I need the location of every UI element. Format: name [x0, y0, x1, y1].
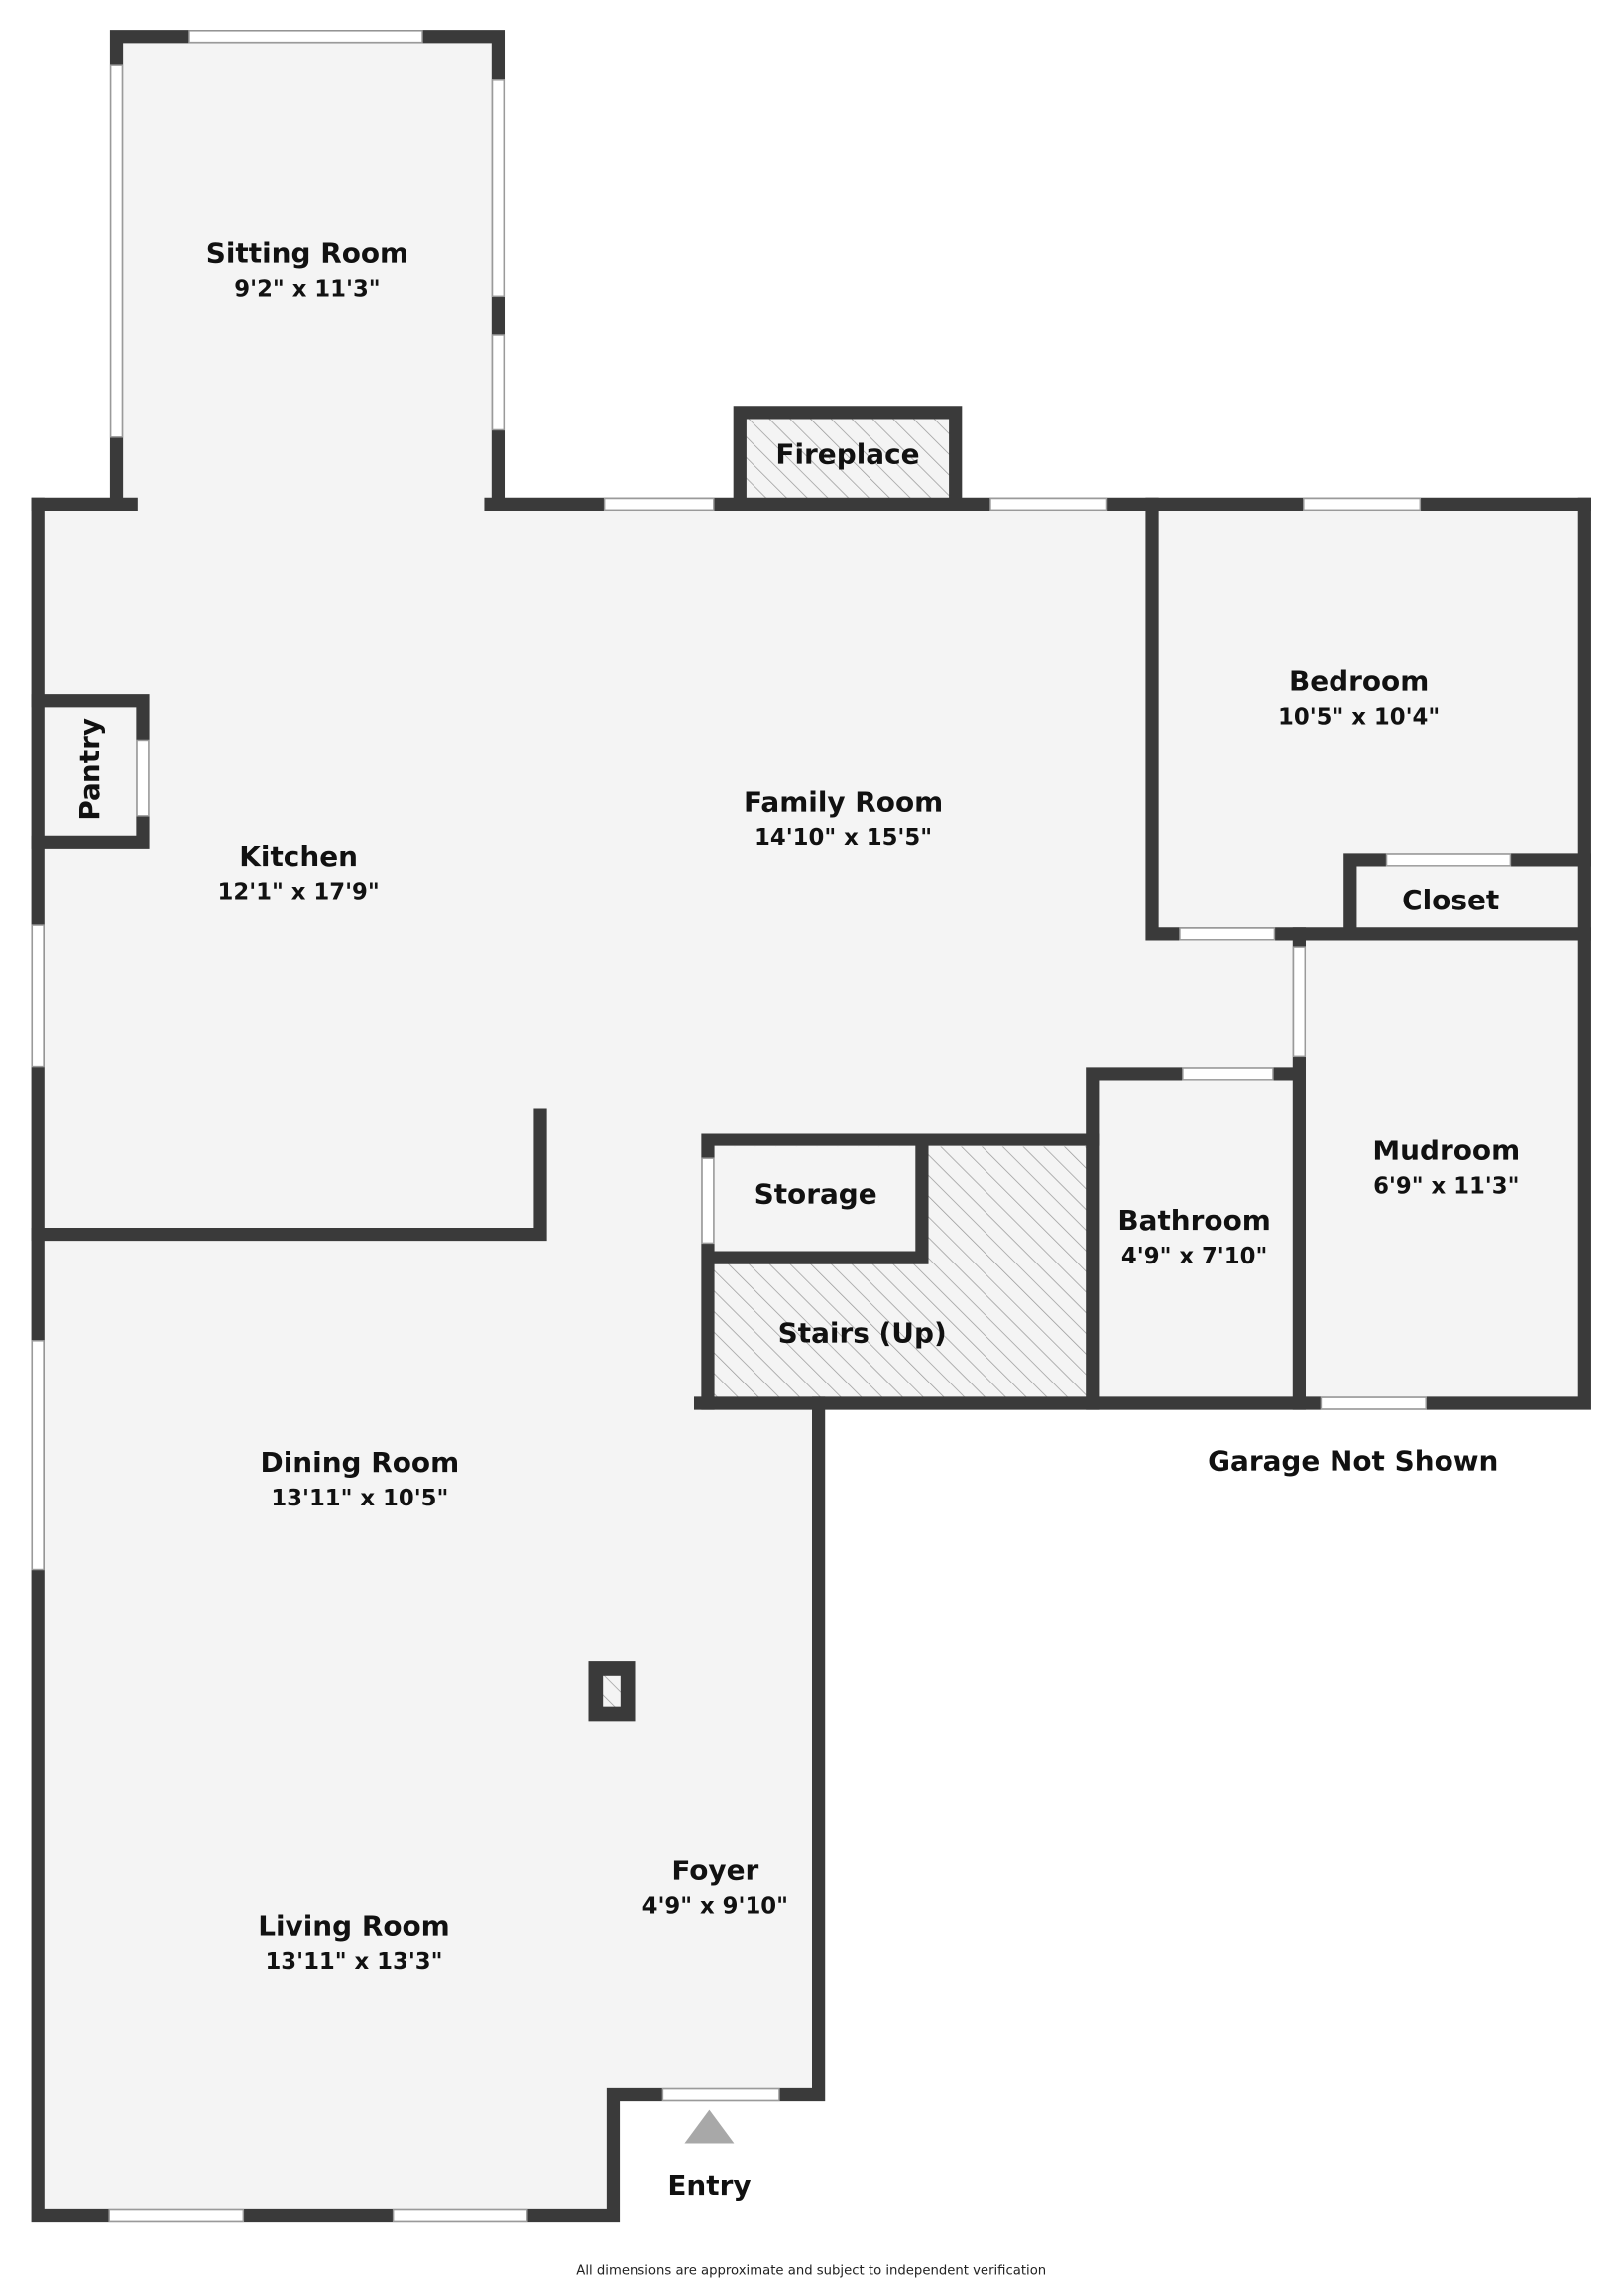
family-room-dims: 14'10" x 15'5" [754, 825, 932, 851]
footer-disclaimer: All dimensions are approximate and subje… [576, 2264, 1046, 2279]
bedroom-dims: 10'5" x 10'4" [1278, 704, 1440, 730]
living-room-dims: 13'11" x 13'3" [265, 1949, 442, 1975]
bathroom-dims: 4'9" x 7'10" [1121, 1244, 1267, 1269]
foyer-name: Foyer [671, 1855, 758, 1887]
storage-name: Storage [754, 1178, 877, 1211]
fireplace-area [740, 412, 956, 505]
mudroom-name: Mudroom [1372, 1135, 1520, 1167]
family-room-name: Family Room [744, 785, 943, 818]
living-room-name: Living Room [258, 1909, 450, 1942]
pantry-name: Pantry [73, 718, 106, 821]
kitchen-name: Kitchen [239, 840, 358, 873]
kitchen-dims: 12'1" x 17'9" [218, 880, 380, 905]
windows-doors [31, 30, 1512, 2223]
entry-label: Entry [667, 2169, 751, 2202]
foyer-dims: 4'9" x 9'10" [642, 1893, 788, 1919]
storage-area [707, 1146, 922, 1259]
bedroom-name: Bedroom [1289, 664, 1429, 697]
dining-room-dims: 13'11" x 10'5" [271, 1486, 448, 1511]
stairs-name: Stairs (Up) [778, 1316, 947, 1349]
entry-arrow-icon [684, 2109, 735, 2144]
garage-note: Garage Not Shown [1208, 1445, 1498, 1478]
closet-name: Closet [1402, 884, 1499, 916]
bathroom-name: Bathroom [1117, 1204, 1270, 1237]
floor-area [38, 36, 1585, 2216]
sitting-room-dims: 9'2" x 11'3" [234, 276, 380, 301]
mudroom-dims: 6'9" x 11'3" [1373, 1173, 1519, 1199]
dining-room-name: Dining Room [261, 1446, 460, 1479]
fireplace-name: Fireplace [775, 437, 919, 470]
sitting-room-name: Sitting Room [206, 236, 408, 269]
